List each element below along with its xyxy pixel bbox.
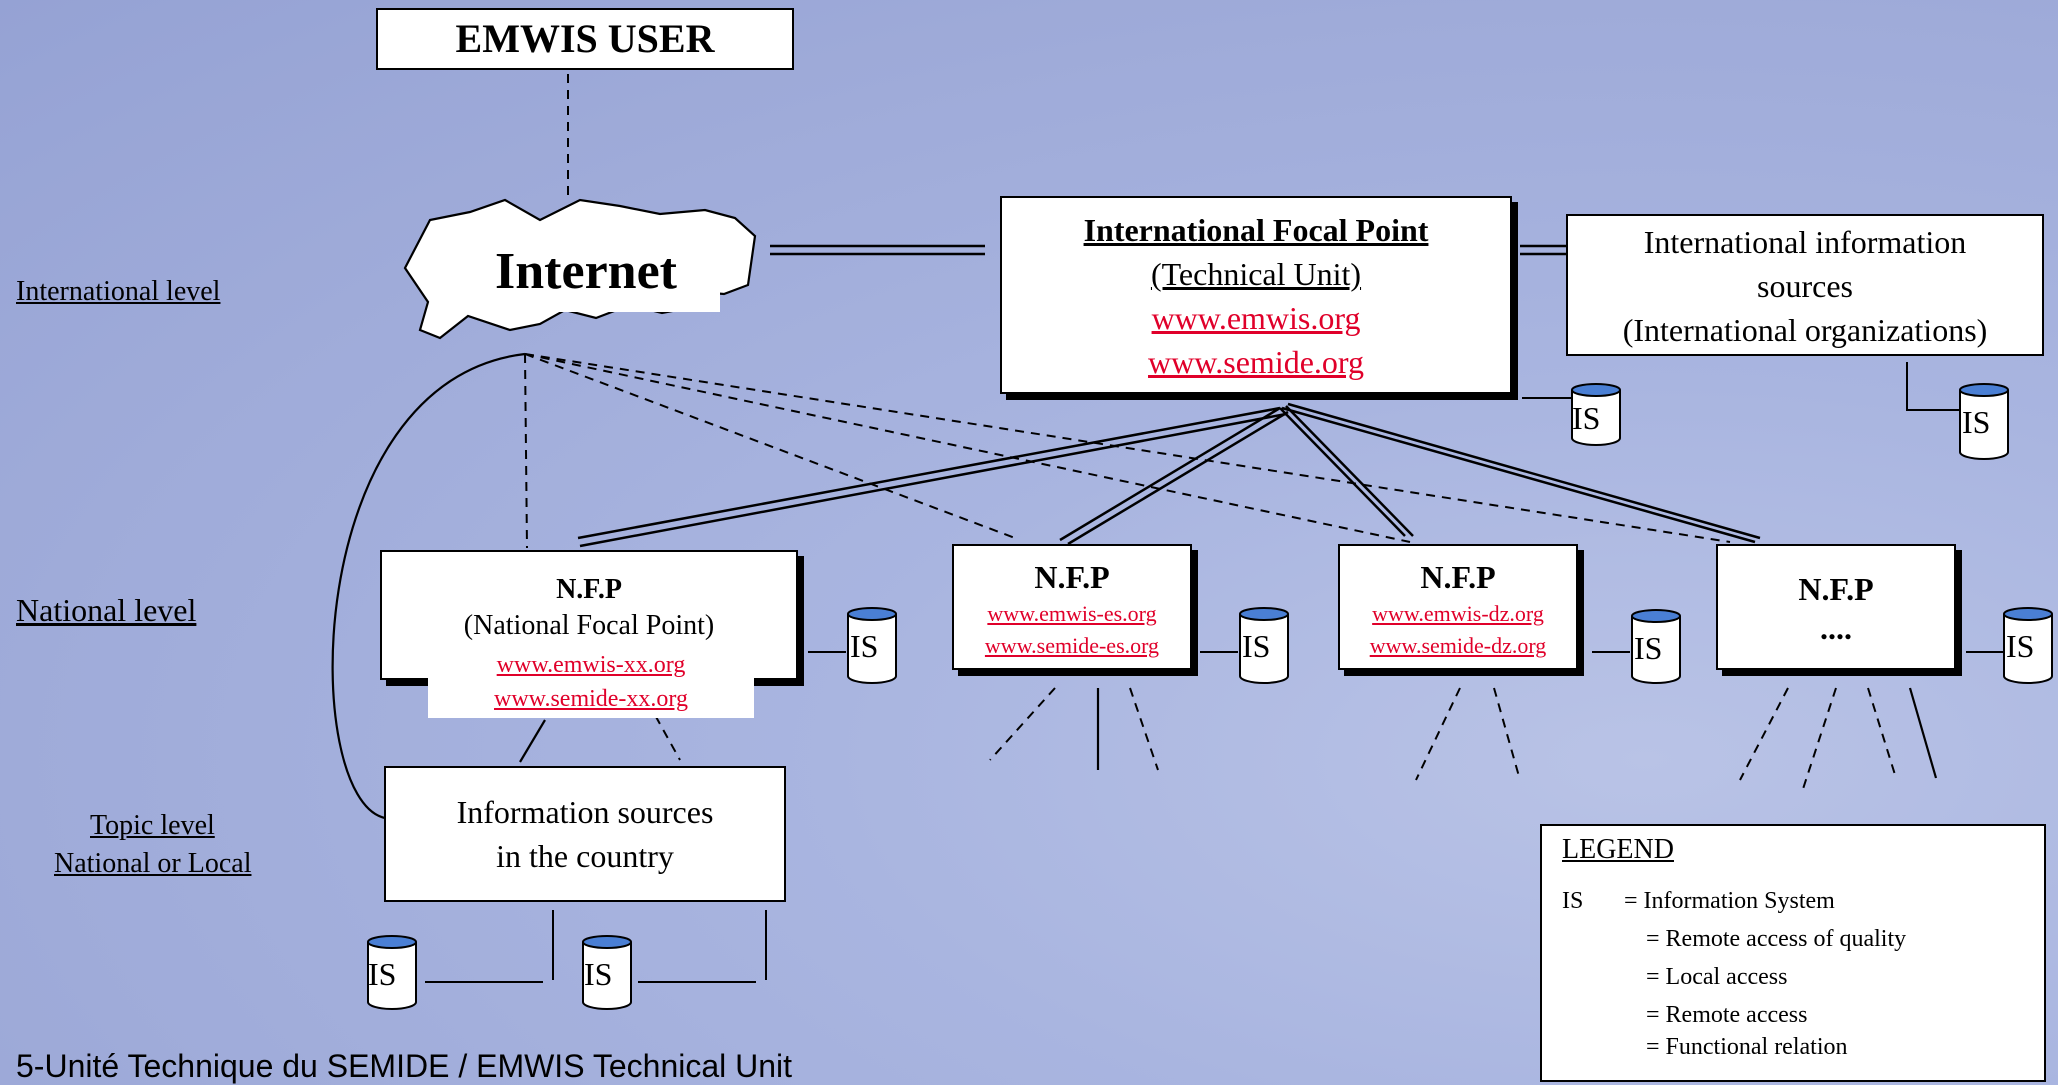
is-label-ifp: IS xyxy=(1572,400,1601,436)
country-info-sources-box: Information sources in the country xyxy=(384,766,786,902)
nfp-dz-link-emwis[interactable]: www.emwis-dz.org xyxy=(1372,601,1544,626)
international-focal-point-box: International Focal Point (Technical Uni… xyxy=(1000,196,1512,394)
legend-local: = Local access xyxy=(1646,964,1788,990)
is-label-country-1: IS xyxy=(368,956,397,992)
national-or-local-label: National or Local xyxy=(54,848,252,879)
legend-is-symbol: IS xyxy=(1562,888,1584,914)
nfp-main-links: www.emwis-xx.org www.semide-xx.org xyxy=(428,644,754,718)
nfp-other-title: N.F.P xyxy=(1798,571,1874,607)
is-label-nfp-es: IS xyxy=(1242,628,1271,664)
is-label-nfp-dz: IS xyxy=(1634,630,1663,666)
country-sources-line2: in the country xyxy=(496,838,674,874)
emwis-user-box: EMWIS USER xyxy=(376,8,794,70)
emwis-user-label: EMWIS USER xyxy=(455,16,715,61)
nfp-other-box: N.F.P .... xyxy=(1716,544,1956,670)
legend-remote-quality: = Remote access of quality xyxy=(1646,926,1907,952)
legend-title: LEGEND xyxy=(1562,834,1674,865)
topic-level-label: Topic level xyxy=(90,810,215,841)
ifp-link-emwis[interactable]: www.emwis.org xyxy=(1151,300,1361,336)
is-label-country-2: IS xyxy=(584,956,613,992)
ifp-title: International Focal Point xyxy=(1083,212,1429,248)
is-label-nfp-main: IS xyxy=(850,628,879,664)
legend-box: LEGEND IS = Information System = Remote … xyxy=(1540,824,2046,1082)
nfp-es-box: N.F.P www.emwis-es.org www.semide-es.org xyxy=(952,544,1192,670)
internet-label: Internet xyxy=(495,243,677,300)
international-sources-box: International information sources (Inter… xyxy=(1566,214,2044,356)
nfp-main-link-semide[interactable]: www.semide-xx.org xyxy=(494,686,688,712)
nfp-main-link-emwis[interactable]: www.emwis-xx.org xyxy=(496,652,686,678)
nfp-main-title: N.F.P xyxy=(556,574,622,605)
nfp-es-title: N.F.P xyxy=(1034,559,1110,595)
country-sources-line1: Information sources xyxy=(456,794,714,830)
footer-text: 5-Unité Technique du SEMIDE / EMWIS Tech… xyxy=(16,1048,793,1084)
nfp-dz-box: N.F.P www.emwis-dz.org www.semide-dz.org xyxy=(1338,544,1578,670)
legend-is-text: = Information System xyxy=(1624,888,1835,914)
legend-functional: = Functional relation xyxy=(1646,1034,1848,1060)
is-label-intl: IS xyxy=(1962,404,1991,440)
is-label-nfp-other: IS xyxy=(2006,628,2035,664)
national-level-label: National level xyxy=(16,592,197,628)
nfp-dz-title: N.F.P xyxy=(1420,559,1496,595)
international-level-label: International level xyxy=(16,276,221,307)
legend-remote: = Remote access xyxy=(1646,1002,1808,1028)
intl-sources-line2: sources xyxy=(1757,268,1853,304)
nfp-other-dots: .... xyxy=(1820,610,1852,646)
nfp-dz-link-semide[interactable]: www.semide-dz.org xyxy=(1369,633,1547,658)
nfp-es-link-emwis[interactable]: www.emwis-es.org xyxy=(987,601,1157,626)
is-cylinders xyxy=(367,383,2053,1010)
ifp-link-semide[interactable]: www.semide.org xyxy=(1148,344,1364,380)
nfp-es-link-semide[interactable]: www.semide-es.org xyxy=(984,633,1160,658)
intl-sources-line1: International information xyxy=(1643,224,1967,260)
nfp-main-subtitle: (National Focal Point) xyxy=(463,610,715,641)
ifp-subtitle: (Technical Unit) xyxy=(1150,256,1362,292)
internet-label-box: Internet xyxy=(452,232,720,312)
intl-sources-line3: (International organizations) xyxy=(1622,312,1988,348)
